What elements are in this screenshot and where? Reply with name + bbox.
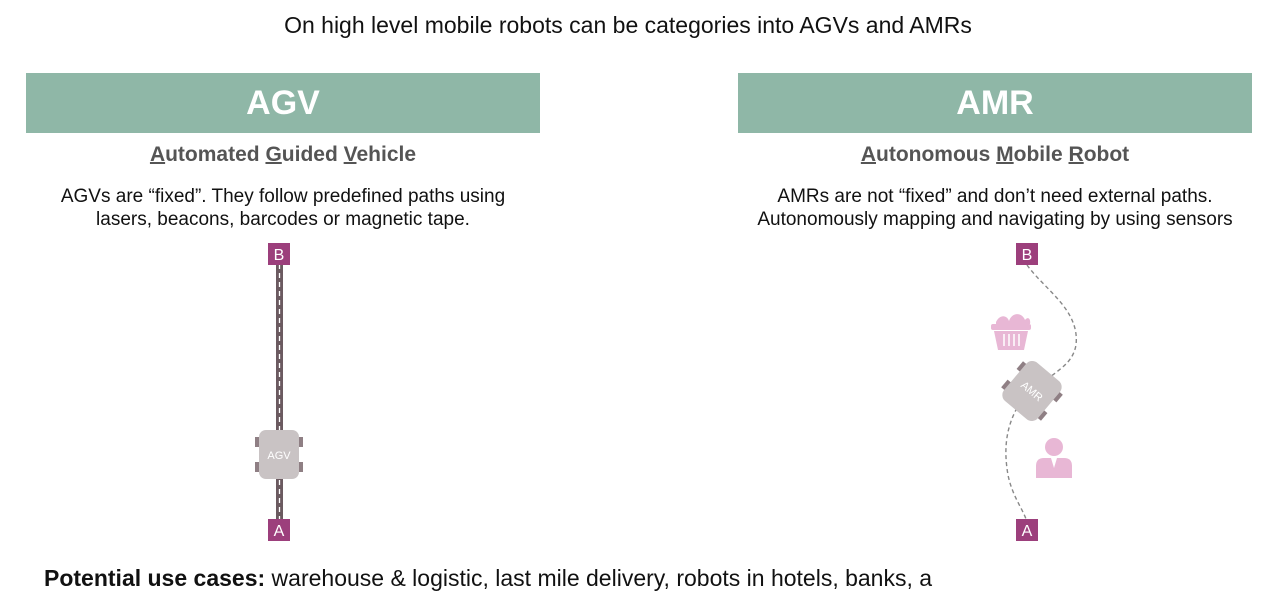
agv-marker-a: [268, 519, 290, 541]
use-cases-text: warehouse & logistic, last mile delivery…: [265, 565, 933, 591]
amr-word-2: obile: [1013, 143, 1063, 166]
agv-initial-1: A: [149, 143, 166, 166]
amr-description: AMRs are not “fixed” and don’t need exte…: [738, 185, 1252, 231]
person-icon: [1036, 438, 1072, 478]
amr-marker-b: [1016, 243, 1038, 265]
amr-heading: AMR: [956, 83, 1034, 122]
slide-title: On high level mobile robots can be categ…: [284, 12, 972, 38]
amr-wheel: [1036, 409, 1048, 421]
amr-description-line: AMRs are not “fixed” and don’t need exte…: [777, 186, 1213, 207]
use-cases: Potential use cases: warehouse & logisti…: [44, 565, 932, 592]
agv-label-a: A: [274, 523, 285, 540]
agv-label-b: B: [274, 247, 285, 264]
agv-initial-3: V: [343, 143, 357, 166]
agv-wheel: [255, 437, 261, 447]
agv-word-3: ehicle: [356, 143, 417, 166]
agv-marker-b: [268, 243, 290, 265]
amr-wheel: [1016, 361, 1028, 373]
agv-body: [259, 430, 299, 479]
amr-initial-1: A: [860, 143, 876, 166]
amr-body: [1002, 360, 1062, 422]
amr-initial-3: R: [1068, 143, 1084, 166]
agv-point-b: B: [268, 243, 290, 265]
agv-banner: AGV: [26, 73, 540, 133]
agv-description: AGVs are “fixed”. They follow predefined…: [26, 185, 540, 231]
amr-point-b: B: [1016, 243, 1038, 265]
agv-heading: AGV: [246, 83, 320, 122]
agv-wheel: [297, 462, 303, 472]
amr-label-b: B: [1022, 247, 1033, 264]
amr-vehicle-icon: AMR: [1001, 360, 1063, 422]
agv-description-line: lasers, beacons, barcodes or magnetic ta…: [96, 209, 470, 230]
agv-vehicle-label: AGV: [267, 450, 291, 462]
agv-wheel: [255, 462, 261, 472]
amr-initial-2: M: [996, 143, 1014, 166]
agv-description-line: AGVs are “fixed”. They follow predefined…: [60, 186, 506, 207]
agv-point-a: A: [268, 519, 290, 541]
watermark: [1040, 548, 1270, 596]
amr-wheel: [1051, 390, 1063, 403]
agv-word-2: uided: [281, 143, 338, 166]
amr-label-a: A: [1022, 523, 1033, 540]
agv-full-name: Automated Guided Vehicle: [26, 143, 540, 167]
agv-word-1: utomated: [165, 143, 260, 166]
amr-banner: AMR: [738, 73, 1252, 133]
agv-vehicle-icon: AGV: [255, 430, 303, 479]
amr-marker-a: [1016, 519, 1038, 541]
amr-word-3: obot: [1083, 143, 1130, 166]
amr-word-1: utonomous: [876, 143, 991, 166]
use-cases-label: Potential use cases:: [44, 565, 266, 591]
agv-track: [276, 262, 283, 522]
amr-description-line: Autonomously mapping and navigating by u…: [757, 209, 1233, 230]
amr-path-lower: [1005, 407, 1027, 520]
agv-wheel: [297, 437, 303, 447]
amr-full-name: Autonomous Mobile Robot: [738, 143, 1252, 167]
agv-initial-2: G: [265, 143, 282, 166]
amr-path-upper: [1026, 264, 1077, 389]
amr-point-a: A: [1016, 519, 1038, 541]
amr-wheel: [1001, 379, 1013, 392]
basket-icon: [991, 314, 1031, 350]
